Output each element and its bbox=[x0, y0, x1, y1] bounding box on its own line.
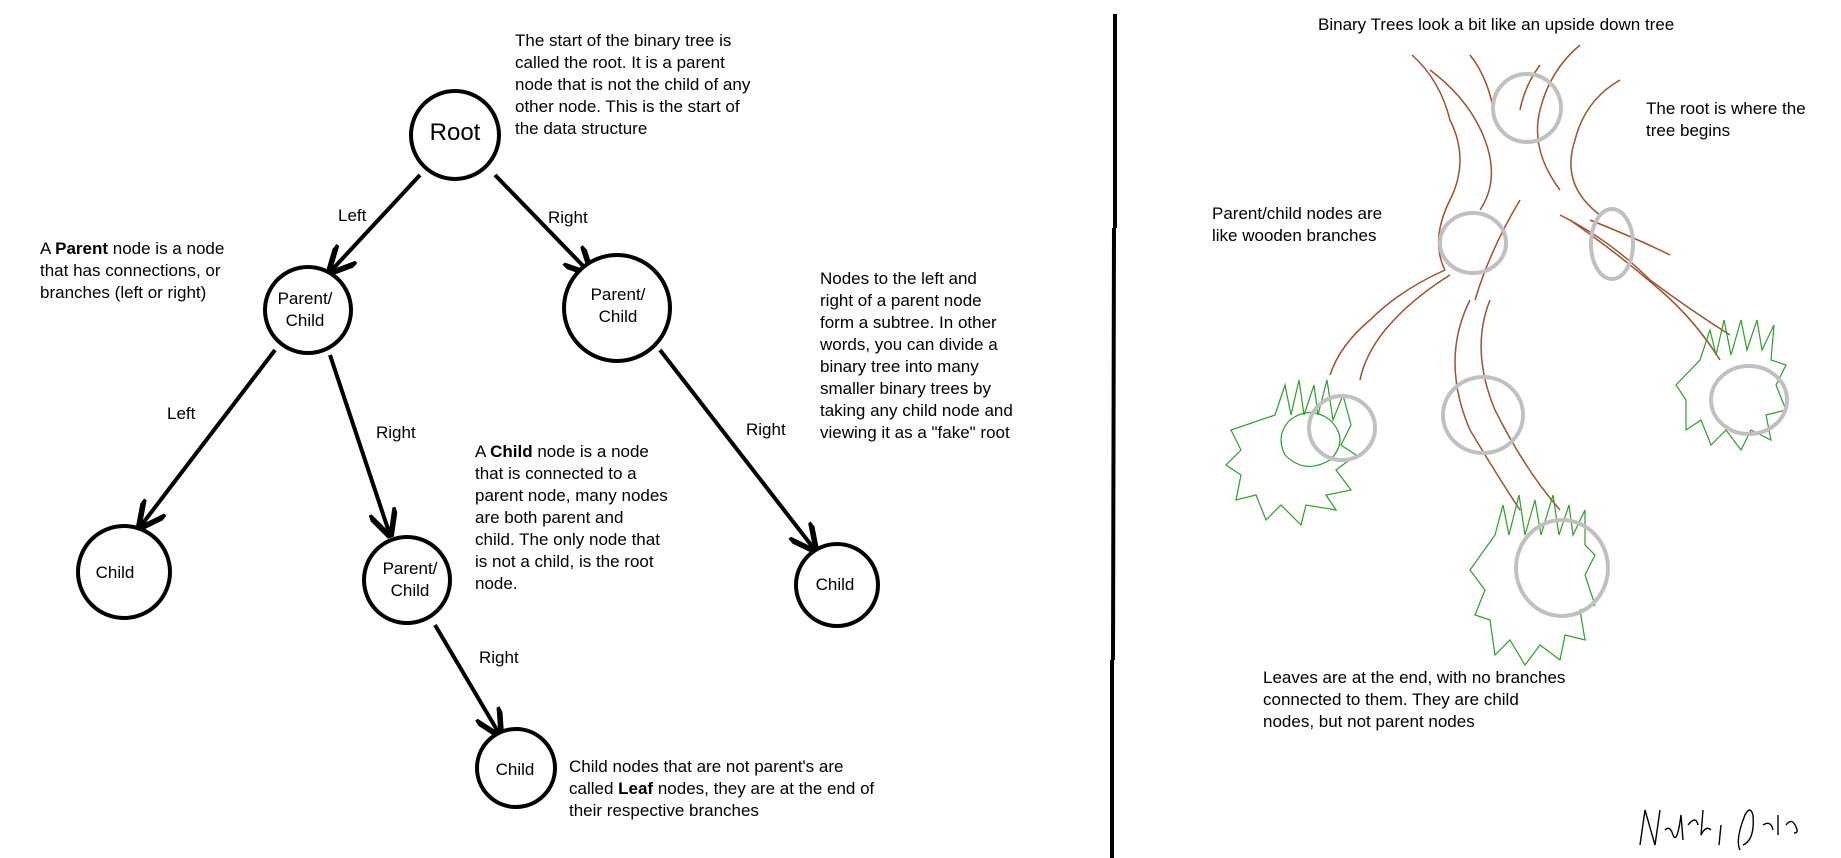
real-tree-root-note: The root is where the tree begins bbox=[1646, 99, 1806, 140]
parent-note-bold: Parent bbox=[55, 239, 109, 258]
edge-label-root-left: Left bbox=[338, 206, 367, 225]
edge-l1r-right bbox=[658, 348, 815, 550]
edge-root-left bbox=[330, 173, 422, 272]
tree-nodes bbox=[76, 89, 880, 809]
node-l1-right-circle bbox=[562, 253, 672, 363]
child-note: A Child node is a node that is connected… bbox=[475, 441, 668, 595]
subtree-note: Nodes to the left and right of a parent … bbox=[820, 269, 1013, 442]
child-note-pre: A bbox=[475, 442, 491, 461]
bark-branches bbox=[1329, 44, 1731, 511]
parent-note-post: node is a node that has connections, or … bbox=[40, 239, 225, 302]
node-l2-mid-circle bbox=[362, 535, 452, 625]
tree-edges bbox=[140, 173, 815, 735]
node-l2-left-label: Child bbox=[95, 563, 135, 582]
node-rings bbox=[1307, 72, 1789, 618]
root-note: The start of the binary tree is called t… bbox=[515, 31, 751, 138]
edge-root-right bbox=[493, 173, 590, 273]
edge-label-l1r-right: Right bbox=[746, 420, 786, 439]
node-l2-right-circle bbox=[794, 542, 880, 628]
vertical-divider-mid bbox=[1111, 227, 1116, 661]
leaf-note-post: nodes, they are at the end of their resp… bbox=[569, 779, 875, 820]
node-root-label: Root bbox=[429, 119, 481, 146]
parent-note: A Parent node is a node that has connect… bbox=[40, 238, 224, 304]
node-l3-label: Child bbox=[495, 760, 535, 779]
edge-l1l-right bbox=[328, 354, 390, 535]
node-l2-mid-label: Parent/ Child bbox=[382, 559, 438, 600]
node-l1-left-circle bbox=[263, 265, 353, 355]
edge-label-root-right: Right bbox=[548, 208, 588, 227]
real-tree-leaves-note: Leaves are at the end, with no branches … bbox=[1263, 668, 1566, 731]
edge-l1l-left bbox=[140, 348, 277, 527]
parent-note-pre: A bbox=[40, 239, 56, 258]
child-note-post: node is a node that is connected to a pa… bbox=[475, 442, 668, 593]
signature-scribble bbox=[1639, 809, 1798, 851]
edge-label-l2m-right: Right bbox=[479, 648, 519, 667]
real-tree-branch-note: Parent/child nodes are like wooden branc… bbox=[1212, 204, 1383, 245]
node-root-circle bbox=[409, 89, 501, 181]
leaf-note-bold: Leaf bbox=[618, 779, 654, 798]
child-note-bold: Child bbox=[490, 442, 533, 461]
edge-label-l1l-right: Right bbox=[376, 423, 416, 442]
node-l1-right-label: Parent/ Child bbox=[590, 285, 646, 326]
real-tree-title: Binary Trees look a bit like an upside d… bbox=[1318, 15, 1675, 34]
edge-l2m-right bbox=[433, 623, 500, 735]
node-l2-right-label: Child bbox=[815, 575, 855, 594]
edge-label-l1l-left: Left bbox=[167, 404, 196, 423]
leaf-note: Child nodes that are not parent's are ca… bbox=[569, 756, 874, 822]
node-l1-left-label: Parent/ Child bbox=[277, 289, 333, 330]
node-l2-left-circle bbox=[76, 524, 172, 620]
leaf-note-pre: Child nodes that are not parent's are ca… bbox=[569, 757, 844, 798]
leaf-clumps bbox=[1225, 319, 1787, 667]
node-l3-circle bbox=[475, 727, 557, 809]
